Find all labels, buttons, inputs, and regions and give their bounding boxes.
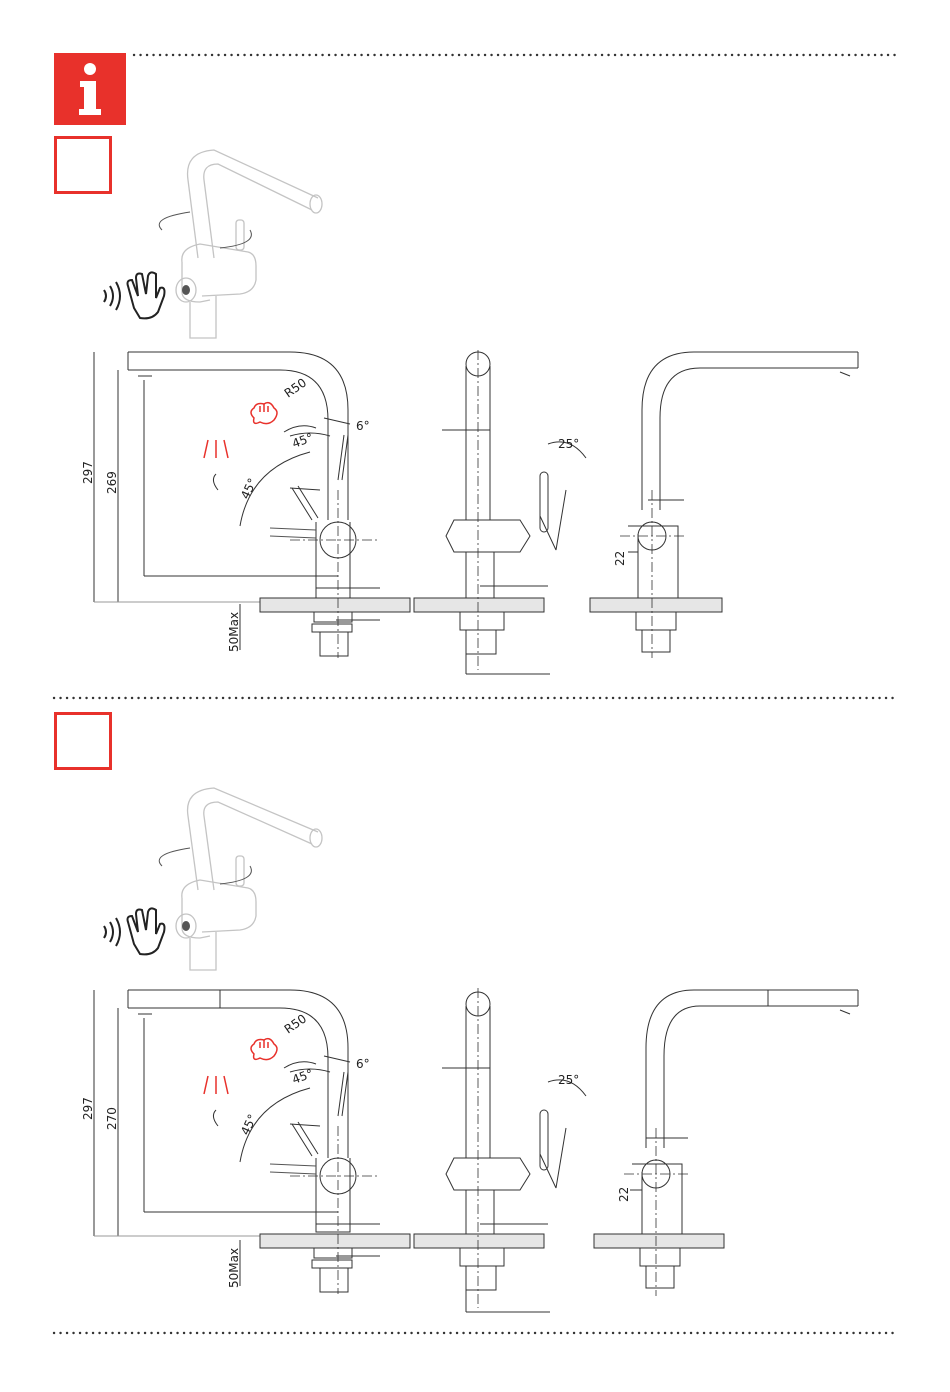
label-radius: R50 [282, 375, 309, 400]
faucet-perspective-2 [90, 780, 350, 980]
middle-separator [50, 693, 900, 703]
label-max-thickness: 50Max [227, 612, 241, 652]
info-badge [54, 53, 126, 125]
label-angle-b: 45° [238, 1112, 260, 1137]
label-radius: R50 [282, 1011, 309, 1036]
steam-icon [251, 403, 277, 424]
label-angle-spout: 6° [356, 1057, 370, 1071]
label-height-spout: 270 [105, 1107, 119, 1130]
steam-icon [251, 1039, 277, 1060]
label-angle-spout: 6° [356, 419, 370, 433]
faucet-perspective-1 [90, 140, 350, 350]
label-angle-a: 45° [290, 430, 315, 450]
top-separator [130, 50, 900, 60]
label-max-thickness: 50Max [227, 1248, 241, 1288]
touch-sensor-icon [104, 908, 165, 954]
label-height-total: 297 [81, 1097, 95, 1120]
faucet-technical-1: R50 6° 45° 45° 25° 297 269 22 50Max [80, 340, 880, 685]
label-angle-a: 45° [290, 1066, 315, 1086]
spray-icon [204, 1076, 228, 1094]
label-height-total: 297 [81, 461, 95, 484]
label-offset: 22 [617, 1187, 631, 1202]
info-icon [54, 53, 126, 125]
spray-icon [204, 440, 228, 458]
label-height-spout: 269 [105, 471, 119, 494]
label-angle-handle: 25° [558, 1073, 579, 1087]
section-2-checkbox [54, 712, 112, 770]
label-offset: 22 [613, 551, 627, 566]
touch-sensor-icon [104, 272, 165, 318]
faucet-technical-2: R50 6° 45° 45° 25° 297 270 22 50Max [80, 982, 880, 1327]
label-angle-b: 45° [238, 476, 260, 501]
label-angle-handle: 25° [558, 437, 579, 451]
bottom-separator [50, 1328, 900, 1338]
